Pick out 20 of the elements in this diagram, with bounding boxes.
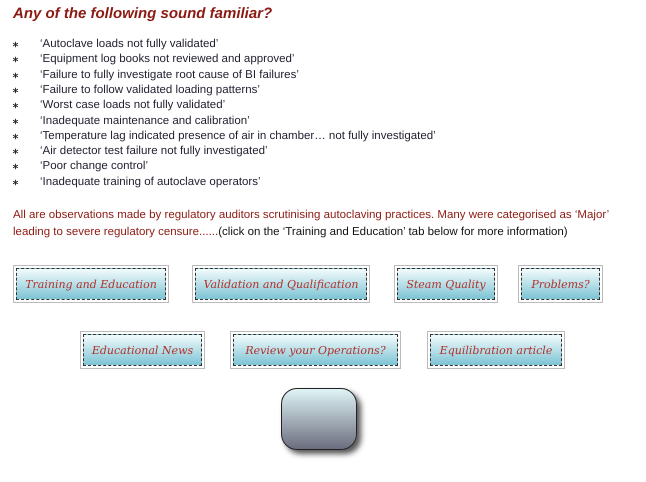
note-paragraph: All are observations made by regulatory auditors scrutinising autoclaving practices. Many were categorised as ‘Major’ leading to severe regulatory censure......(click on the ‘Training and Education’ tab below for more information) [13,208,610,240]
list-item: ‘Autoclave loads not fully validated’ [40,38,218,50]
list-item: ‘Inadequate training of autoclave operators’ [40,176,261,188]
list-item: ‘Failure to fully investigate root cause of BI failures’ [40,68,299,81]
list-item: ‘Inadequate maintenance and calibration’ [40,114,250,126]
tab-button: Equilibration article [430,334,562,366]
list-item: ‘Temperature lag indicated presence of air in chamber… not fully investigated’ [40,130,436,142]
tab-button: Validation and Qualification [195,268,367,300]
list-item: ‘Failure to follow validated loading patterns’ [40,84,260,96]
list-item: ‘Equipment log books not reviewed and approved’ [40,53,294,66]
tab-button: Training and Education [16,268,166,300]
page-heading: Any of the following sound familiar? [13,5,272,22]
blank-button [281,388,357,450]
tab-button: Steam Quality [397,268,495,300]
tab-button: Review your Operations? [233,334,398,366]
list-item: ‘Air detector test failure not fully investigated’ [40,145,268,158]
tab-button: Problems? [521,268,600,300]
tab-button: Educational News [83,334,202,366]
list-item: ‘Worst case loads not fully validated’ [40,99,226,112]
list-item: ‘Poor change control’ [40,160,148,172]
